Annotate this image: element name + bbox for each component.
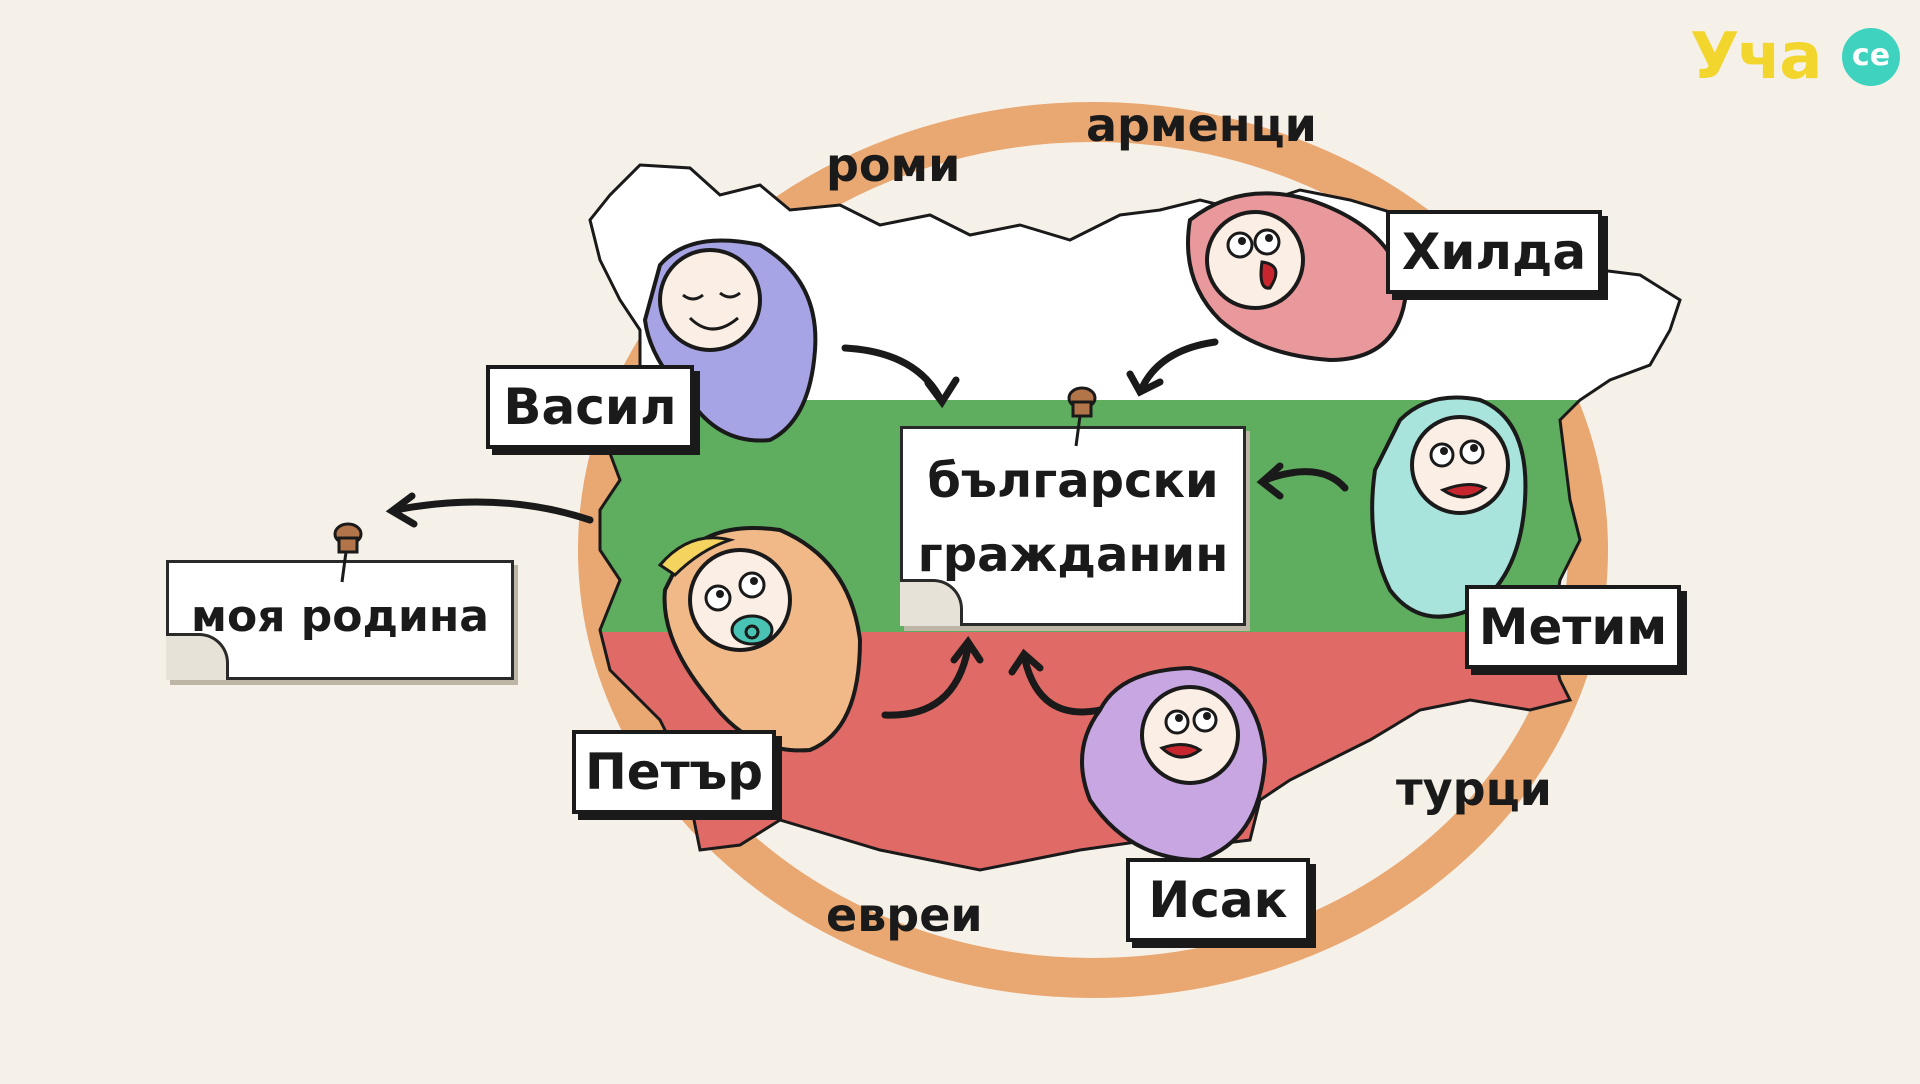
ring-label-armenians: арменци: [1086, 98, 1317, 152]
name-card-vasil: Васил: [486, 365, 694, 449]
baby-petar: [657, 526, 863, 753]
name-card-petar: Петър: [572, 730, 776, 814]
note-line-1: български: [927, 453, 1219, 509]
uchase-logo: Уча се: [1690, 20, 1900, 110]
note-line-2: гражданин: [917, 527, 1229, 583]
note-my-homeland: моя родина: [166, 560, 514, 680]
note-homeland-text: моя родина: [191, 591, 489, 642]
note-bulgarian-citizen: български гражданин: [900, 426, 1246, 626]
baby-isak: [1080, 665, 1268, 863]
logo-text: Уча: [1690, 20, 1822, 94]
arrow-isak-to-center: [1021, 656, 1104, 716]
name-card-hilda: Хилда: [1386, 210, 1602, 294]
pin-icon: [333, 522, 363, 583]
name-card-isak: Исак: [1126, 858, 1310, 942]
arrow-metim-to-center: [1261, 468, 1349, 492]
arrow-petar-to-center: [881, 644, 972, 719]
ring-label-jews: евреи: [826, 888, 983, 942]
baby-metim: [1370, 395, 1528, 619]
note-fold: [166, 633, 229, 680]
name-card-metim: Метим: [1465, 585, 1681, 669]
ring-label-turks: турци: [1396, 762, 1552, 816]
arrow-to-homeland: [391, 498, 594, 524]
map-outline: [588, 163, 1682, 872]
baby-hilda: [1186, 191, 1408, 363]
arrow-hilda-to-center: [1138, 338, 1219, 392]
arrows: [385, 338, 1349, 719]
note-fold: [900, 579, 963, 626]
ring-label-roma: роми: [826, 138, 961, 192]
pin-icon: [1067, 386, 1097, 447]
ring: [578, 102, 1608, 998]
logo-badge: се: [1842, 28, 1900, 86]
